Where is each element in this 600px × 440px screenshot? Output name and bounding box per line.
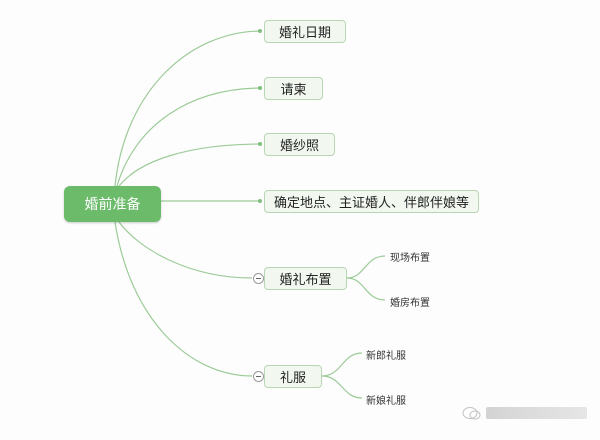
connector-line <box>116 87 263 187</box>
root-node[interactable]: 婚前准备 <box>64 186 161 222</box>
connector-line <box>118 221 253 279</box>
connector-line <box>114 221 253 377</box>
collapse-toggle[interactable] <box>253 273 264 284</box>
node-wedding-date[interactable]: 婚礼日期 <box>264 20 346 43</box>
node-wedding-decoration[interactable]: 婚礼布置 <box>264 267 347 290</box>
node-wedding-photos[interactable]: 婚纱照 <box>264 133 335 156</box>
node-attire[interactable]: 礼服 <box>264 365 322 388</box>
connector-line <box>346 255 386 279</box>
connector-line <box>321 352 363 377</box>
connector-line <box>118 143 263 187</box>
node-invitations[interactable]: 请柬 <box>264 77 323 100</box>
watermark-logo-icon <box>462 407 481 420</box>
subnode-venue-decoration[interactable]: 现场布置 <box>390 253 430 264</box>
subnode-bride-attire[interactable]: 新娘礼服 <box>366 396 406 407</box>
connector-line <box>321 375 363 399</box>
connector-line <box>346 277 386 301</box>
collapse-toggle[interactable] <box>253 371 264 382</box>
subnode-bridal-room-decoration[interactable]: 婚房布置 <box>390 298 430 309</box>
node-venue-and-party[interactable]: 确定地点、主证婚人、伴郎伴娘等 <box>264 190 479 213</box>
watermark <box>462 402 587 424</box>
subnode-groom-attire[interactable]: 新郎礼服 <box>366 351 406 362</box>
connector-line <box>114 30 263 187</box>
watermark-text-blur <box>486 407 587 419</box>
